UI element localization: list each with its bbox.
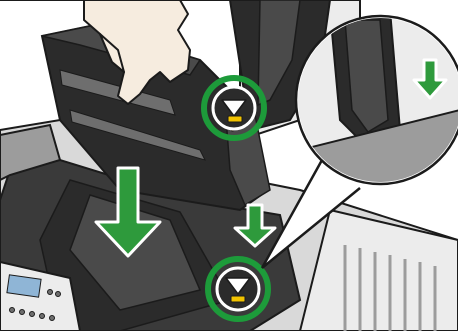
alignment-marker-top (204, 78, 264, 138)
alignment-marker-bottom (208, 259, 268, 319)
marker-tab-bottom (231, 296, 245, 302)
marker-tab-top (228, 116, 242, 122)
control-panel-display (7, 275, 41, 297)
